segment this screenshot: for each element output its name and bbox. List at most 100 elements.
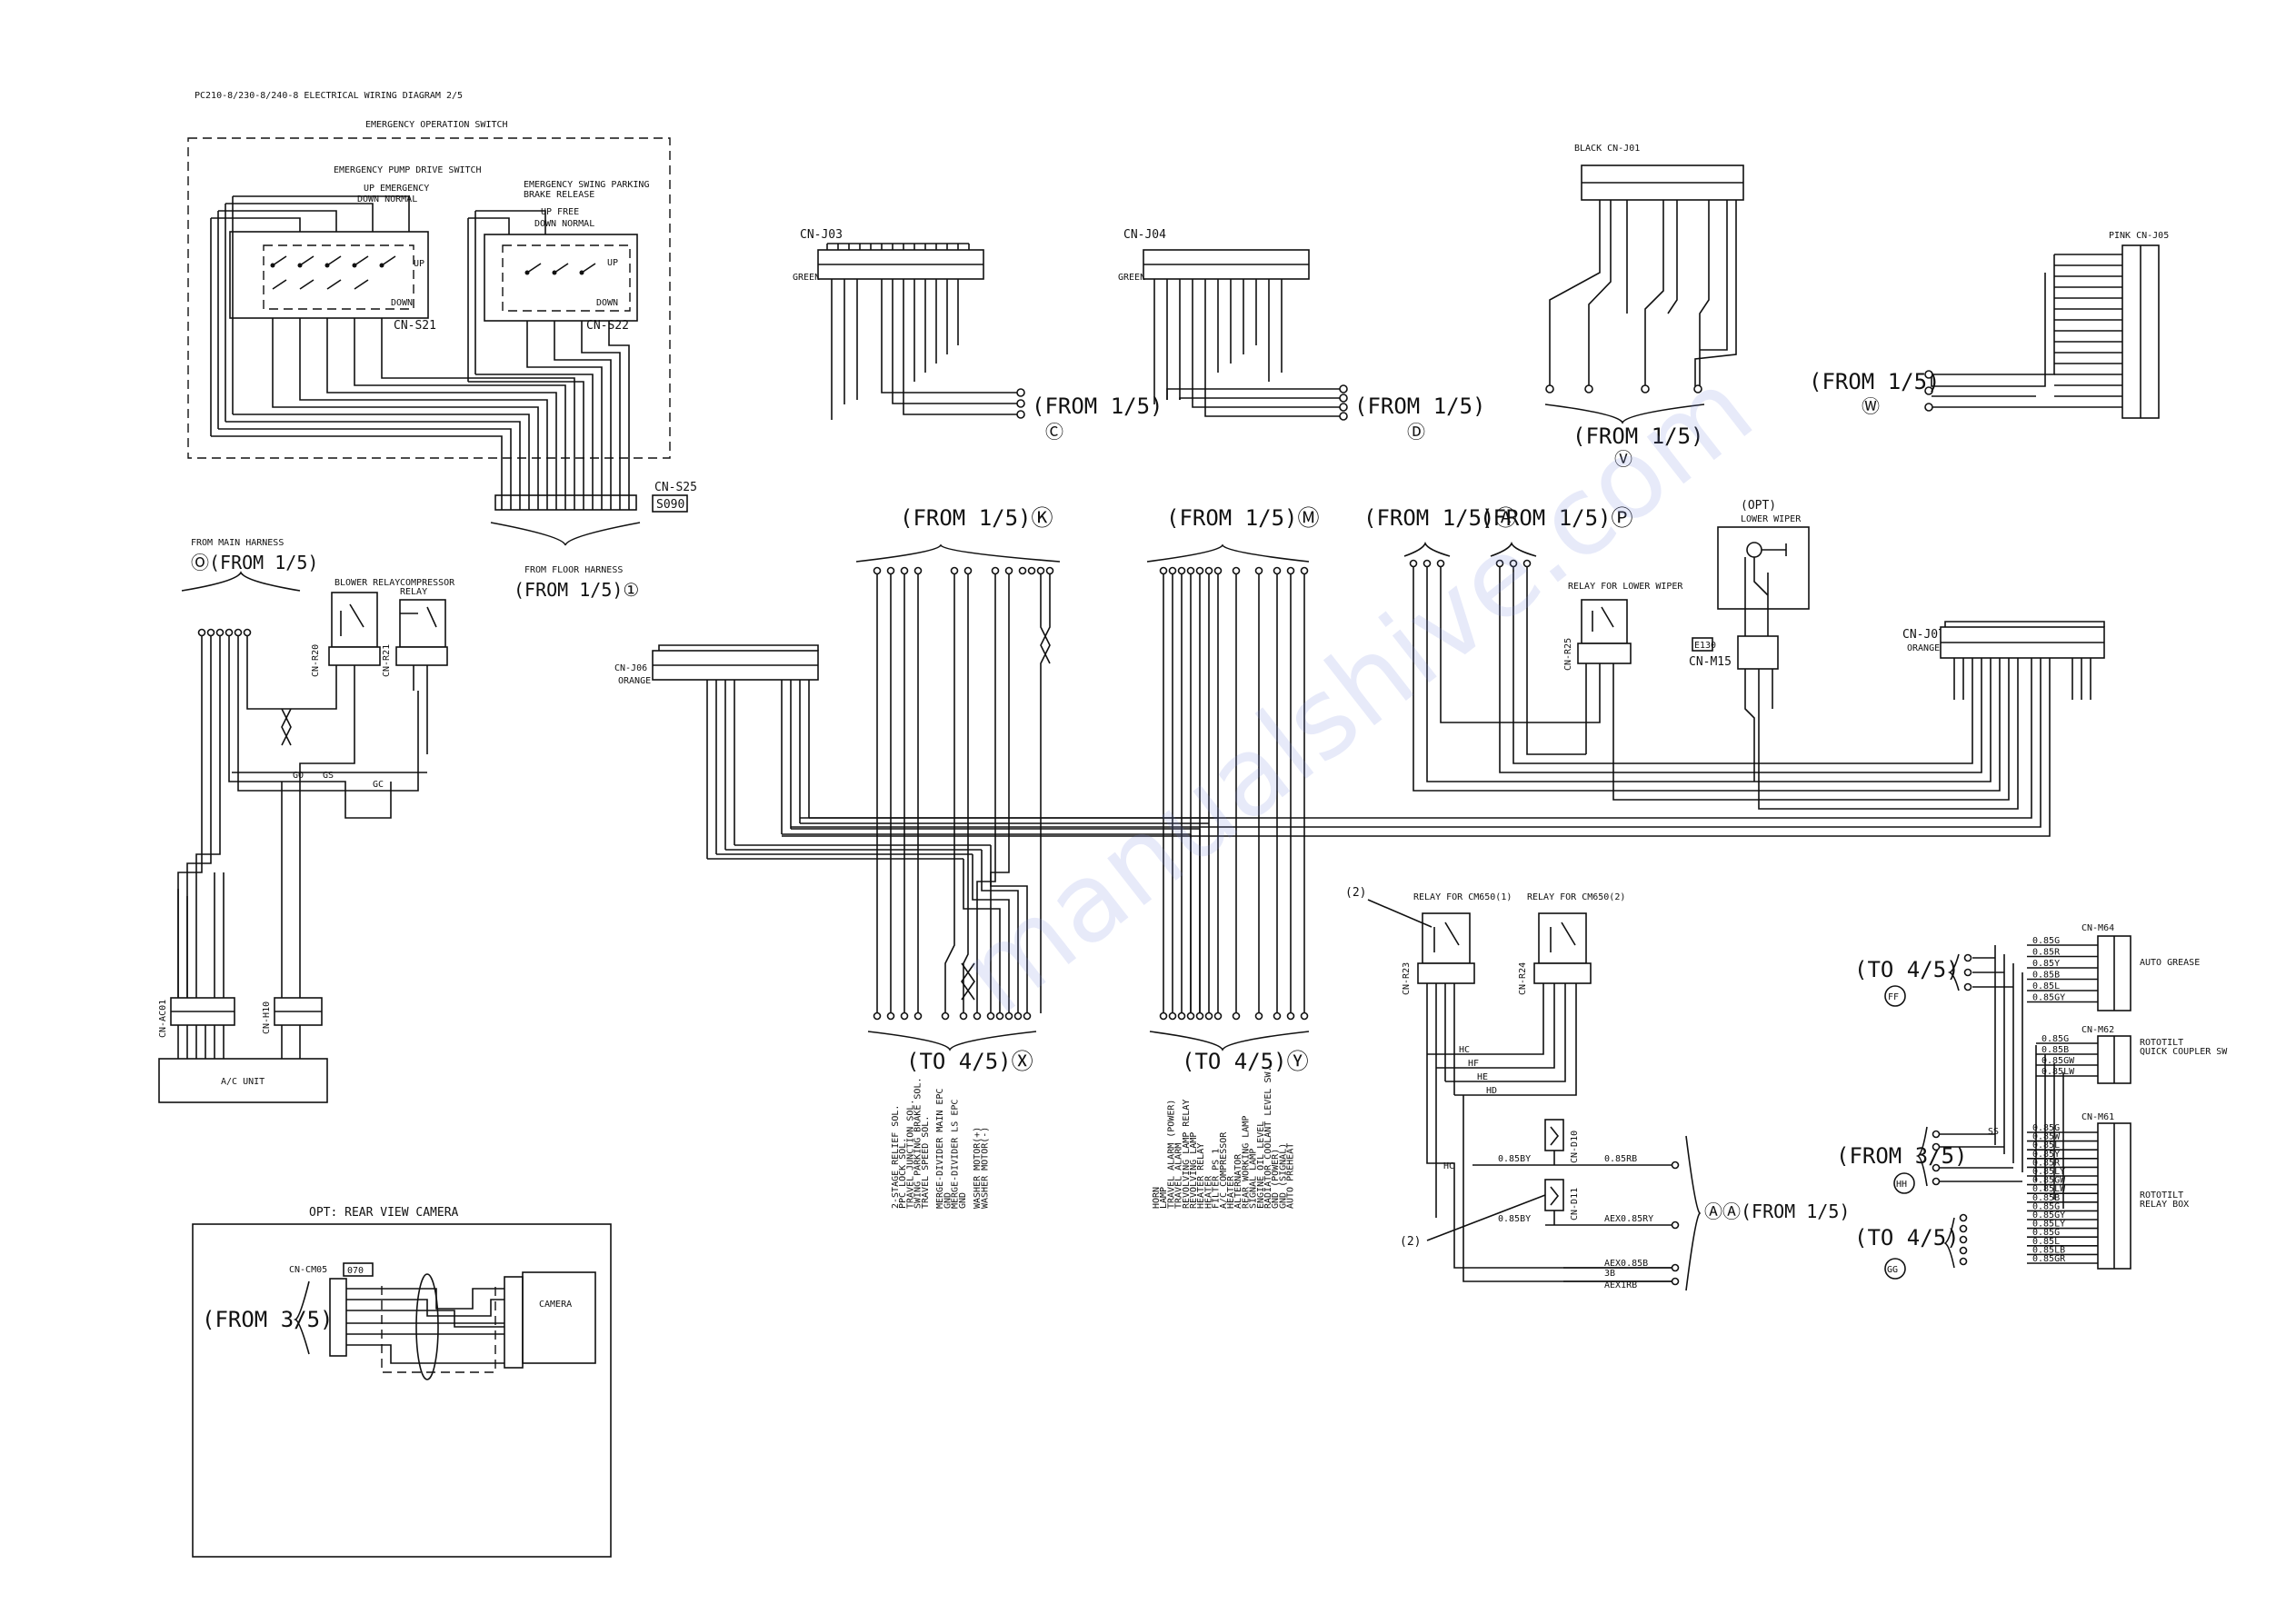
cn-cm05-code-box	[343, 1262, 374, 1277]
y-function-5: REVOLVING LAMP	[1189, 1132, 1199, 1209]
num-2-b: (2)	[1400, 1235, 1421, 1249]
cn-r23-label: CN-R23	[1402, 962, 1412, 995]
m62-wire-label-0: 0.85G	[2041, 1034, 2069, 1044]
y-function-1: LAMP	[1159, 1187, 1169, 1209]
x-function-12: WASHER MOTOR(-)	[980, 1127, 990, 1209]
m61-wire-label-0: 0.85G	[2032, 1123, 2060, 1133]
ref-from-c-mark: Ⓒ	[1045, 421, 1063, 443]
cn-j05-group: PINK CN-J05 (FROM 1/5) Ⓦ	[1809, 231, 2169, 419]
cn-s25-code-box	[652, 494, 688, 513]
cn-d10-label: CN-D10	[1570, 1131, 1580, 1163]
y-function-17: GND (SIGNAL)	[1278, 1143, 1288, 1209]
swing-positions-bottom: DOWN NORMAL	[534, 219, 594, 229]
y-function-7: HEATER	[1203, 1175, 1213, 1209]
y-function-11: ALTERNATOR	[1233, 1153, 1243, 1209]
m61-wire-label-1: 0.85W	[2032, 1132, 2061, 1142]
floor-harness-ref: (FROM 1/5)①	[514, 579, 639, 601]
emergency-switch-panel: EMERGENCY OPERATION SWITCH EMERGENCY PUM…	[187, 120, 697, 601]
y-function-9: A/C COMPRESSOR	[1219, 1131, 1229, 1209]
x-function-6: MERGE-DIVIDER MAIN EPC	[935, 1089, 945, 1209]
camera-panel-title: OPT: REAR VIEW CAMERA	[309, 1206, 459, 1220]
relay-cm650-2-label: RELAY FOR CM650(2)	[1527, 892, 1625, 902]
relay-lower-wiper-label: RELAY FOR LOWER WIPER	[1568, 582, 1683, 592]
m61-wire-label-10: 0.85GY	[2032, 1211, 2065, 1220]
m61-wire-label-6: 0.85GW	[2032, 1176, 2066, 1186]
wiper-motor-icon	[1746, 542, 1762, 558]
cn-r24-connector	[1533, 962, 1592, 984]
x-function-1: PPC LOCK SOL.	[898, 1138, 908, 1209]
cn-j01-group: BLACK CN-J01 (FROM 1/5) Ⓥ	[1544, 144, 1744, 470]
wire-aex-2: 3B	[1604, 1269, 1615, 1279]
cn-cm05-connector	[329, 1278, 347, 1357]
camera-panel-border	[192, 1223, 612, 1558]
emergency-panel-title: EMERGENCY OPERATION SWITCH	[365, 120, 508, 130]
s25-brace	[490, 522, 641, 546]
camera-connector	[504, 1276, 524, 1369]
m61-wire-label-9: 0.85G	[2032, 1201, 2060, 1211]
wire-gc: GC	[373, 780, 384, 790]
cm650-section: (2) RELAY FOR CM650(1) RELAY FOR CM650(2…	[1345, 886, 1850, 1291]
y-function-13: SIGNAL LAMP	[1249, 1149, 1259, 1209]
y-function-6: HEATER RELAY	[1196, 1143, 1206, 1209]
ref-from-d-mark: Ⓓ	[1407, 421, 1425, 443]
cn-d11-label: CN-D11	[1570, 1188, 1580, 1220]
m61-wire-label-2: 0.85L	[2032, 1141, 2060, 1151]
ac-unit-box	[158, 1058, 328, 1103]
swing-switch-outer	[484, 234, 638, 322]
wire-ss: SS	[1988, 1127, 1999, 1137]
rototilt-rb-label-1: ROTOTILT	[2140, 1191, 2183, 1201]
cn-m61-label: CN-M61	[2081, 1112, 2114, 1122]
m62-wire-label-3: 0.85LW	[2041, 1067, 2075, 1077]
y-function-2: TRAVEL ALARM (POWER)	[1166, 1100, 1176, 1209]
auto-grease-label: AUTO GREASE	[2140, 958, 2200, 968]
swing-label-2: BRAKE RELEASE	[524, 190, 594, 200]
cn-j03-label: CN-J03	[800, 228, 843, 242]
x-function-4: TRAVEL SPEED SOL.	[921, 1116, 931, 1209]
rototilt-rb-label-2: RELAY BOX	[2140, 1200, 2189, 1210]
x-function-2: TRAVEL JUNCTION SOL.	[905, 1100, 915, 1209]
swing-positions-top: UP FREE	[541, 207, 579, 217]
rear-camera-section: OPT: REAR VIEW CAMERA CN-CM05 070 (FROM …	[192, 1206, 612, 1558]
m61-wire-label-12: 0.85G	[2032, 1228, 2060, 1238]
pump-positions-top: UP EMERGENCY	[364, 184, 429, 194]
ref-from-cam: (FROM 3/5)	[202, 1307, 334, 1332]
cn-s22-label: CN-S22	[586, 319, 629, 333]
ref-from-w: (FROM 1/5)	[1809, 369, 1941, 394]
m64-wire-label-4: 0.85L	[2032, 981, 2060, 991]
cn-m15-code: E130	[1694, 641, 1716, 651]
cn-j07-label: CN-J07	[1902, 628, 1945, 642]
cn-r23-connector	[1417, 962, 1475, 984]
from-main-harness: FROM MAIN HARNESS	[191, 538, 284, 548]
camera-box	[522, 1271, 596, 1364]
compressor-relay-label-1: COMPRESSOR	[400, 578, 455, 588]
emergency-to-s25-wires	[211, 318, 630, 495]
cn-j04-label: CN-J04	[1123, 228, 1166, 242]
ref-from-p: (FROM 1/5)Ⓟ	[1480, 505, 1633, 531]
cn-d11-connector	[1544, 1179, 1564, 1211]
ref-from-m: (FROM 1/5)Ⓜ	[1166, 505, 1320, 531]
x-function-0: 2-STAGE RELIEF SOL.	[891, 1105, 901, 1209]
relay-cm650-1-box	[1422, 912, 1471, 964]
swing-switch-up: UP	[607, 258, 618, 268]
pump-switch-contacts	[270, 255, 396, 290]
cn-r20-connector	[328, 646, 381, 666]
cn-r21-connector	[395, 646, 448, 666]
cn-m15-code-box	[1692, 637, 1713, 652]
m62-wire-label-1: 0.85B	[2041, 1045, 2069, 1055]
pump-switch-up: UP	[414, 259, 424, 269]
m64-wire-label-1: 0.85R	[2032, 948, 2061, 958]
ref-from-v: (FROM 1/5)	[1572, 423, 1704, 449]
lower-wiper-label: LOWER WIPER	[1741, 514, 1802, 524]
watermark: manualshive.com	[938, 345, 1775, 1039]
blower-relay-box	[331, 592, 378, 648]
cn-j04-group: CN-J04 GREEN (FROM 1/5) Ⓓ	[1118, 228, 1486, 443]
wire-go: GO	[293, 771, 304, 781]
x-function-3: SWING PARKING BRAKE SOL.	[913, 1078, 923, 1210]
y-function-0: HORN	[1152, 1187, 1162, 1209]
m64-wire-label-5: 0.85GY	[2032, 993, 2065, 1003]
rototilt-section: (TO 4/5) FF CN-M64 AUTO GREASE 0.85G0.85…	[1836, 923, 2228, 1280]
lower-wiper-box	[1717, 526, 1810, 610]
